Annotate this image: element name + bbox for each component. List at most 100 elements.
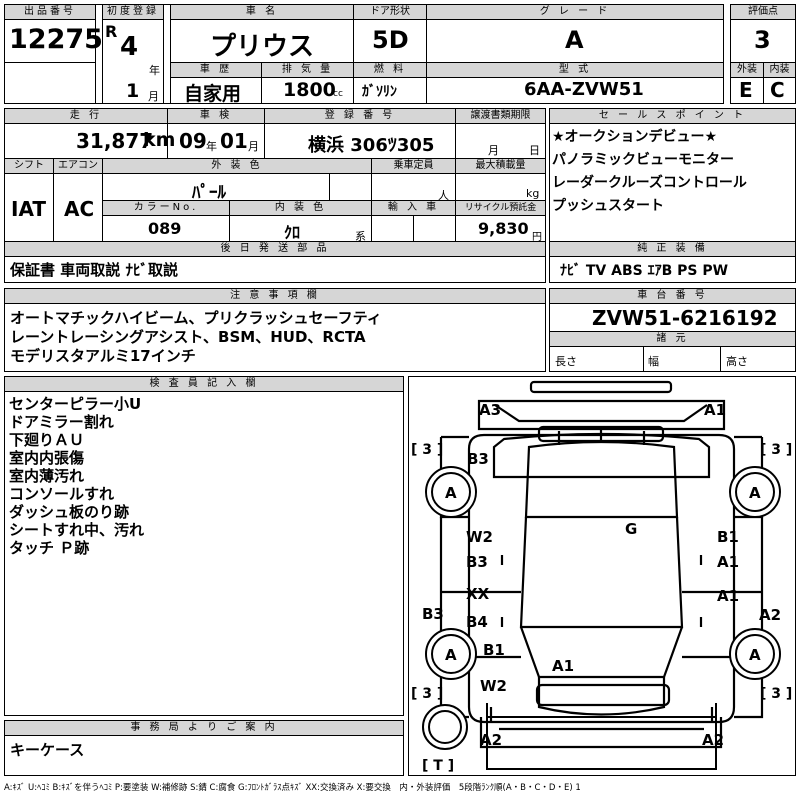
bracket-spare: [ T ] [422,758,454,774]
caution-1: オートマチックハイビーム、プリクラッシュセーフティ [10,309,382,327]
grade-value: A [565,26,584,54]
import-cell-b [413,215,456,242]
displacement-value: 1800 [283,79,336,101]
sales-point-1: ★オークションデビュー★ [552,129,718,145]
transfer-day-unit: 日 [529,144,540,157]
dims-length: 長さ [555,355,577,368]
inspector-note-7: ダッシュ板のり跡 [9,503,130,521]
door-label: ドア形状 [353,4,427,20]
capacity-label: 乗車定員 [371,158,456,174]
mark-left-rear-fender: B1 [483,641,505,659]
dims-height-cell [720,346,796,372]
car-name-value: プリウス [210,32,315,62]
office-label: 事 務 局 よ り ご 案 内 [4,720,404,736]
damage-diagram: A3 A1 B3 A A G W2 B3 B1 A1 XX B4 A1 B3 A… [408,376,796,776]
transfer-label: 譲渡書類期限 [455,108,546,124]
chassis-value: ZVW51-6216192 [592,306,778,330]
mark-glass: G [625,520,637,538]
office-value: キーケース [10,741,85,759]
mark-rear-hatch: A1 [552,657,574,675]
recycle-label: リサイクル預託金 [455,200,546,216]
history-value: 自家用 [184,83,242,105]
int-color-value: ｸﾛ [284,223,301,242]
bracket-rear-left: [ 3 ] [411,686,443,702]
later-docs-label: 後 日 発 送 部 品 [4,241,546,257]
mark-left-front-door-top: W2 [466,528,493,546]
shift-value: IAT [11,197,47,221]
model-value: 6AA-ZVW51 [524,79,644,100]
color-no-label: カラーNo. [102,200,230,216]
int-color-unit: 系 [355,230,366,243]
import-label: 輸 入 車 [371,200,456,216]
sales-point-2: パノラミックビューモニター [552,152,734,168]
mark-left-front-door-bottom: B3 [466,553,488,571]
model-label: 型 式 [426,62,724,78]
int-color-label: 内 装 色 [229,200,372,216]
first-reg-year: 4 [120,32,139,62]
mark-left-rear-corner: W2 [480,677,507,695]
header-block [4,4,724,104]
mark-wheel-rr: A [749,646,761,664]
mark-right-quarter: A2 [759,606,781,624]
ext-color-label: 外 装 色 [102,158,372,174]
score-label: 評価点 [730,4,796,20]
lot-label: 出品番号 [4,4,96,20]
inspector-note-8: シートすれ中、汚れ [9,521,145,539]
first-reg-label: 初度登録 [102,4,164,20]
recycle-value: 9,830 [478,219,529,238]
mark-rear-bumper-right: A2 [702,731,724,749]
color-no-value: 089 [148,219,182,238]
dims-label: 諸 元 [549,331,796,347]
transfer-month-unit: 月 [488,144,499,157]
inspection-label: 車 検 [167,108,265,124]
shift-label: シフト [4,158,54,174]
car-outline-svg: A3 A1 B3 A A G W2 B3 B1 A1 XX B4 A1 B3 A… [411,380,792,774]
mark-rear-bumper-left: A2 [480,731,502,749]
genuine-value: ﾅﾋﾞ TV ABS ｴｱB PS PW [560,263,729,279]
mark-front-right: A1 [704,401,726,419]
score-value: 3 [754,26,771,54]
first-reg-month-unit: 月 [148,90,159,103]
inspector-note-6: コンソールすれ [9,485,115,503]
mark-wheel-fr: A [749,484,761,502]
mark-left-fender: B3 [467,450,489,468]
aircon-label: エアコン [53,158,103,174]
ext-color-value: ﾊﾟｰﾙ [192,183,226,203]
first-reg-cell [102,19,164,104]
inspector-label: 検 査 員 記 入 欄 [4,376,404,392]
lot-number: 12275 [9,24,103,55]
first-reg-era: R [105,22,118,41]
capacity-unit: 人 [438,189,449,202]
caution-3: モデリスタアルミ17インチ [10,347,196,365]
inspector-block [4,376,404,716]
mark-wheel-rl: A [445,646,457,664]
bracket-front-left: [ 3 ] [411,442,443,458]
caution-2: レーントレーシングアシスト、BSM、HUD、RCTA [10,328,366,346]
max-load-unit: kg [526,187,540,200]
mark-front-left: A3 [479,401,501,419]
history-label: 車 歴 [170,62,262,78]
lot-blank [4,62,96,104]
bracket-front-right: [ 3 ] [760,442,792,458]
grade-label: グ レ ー ド [426,4,724,20]
inspector-note-2: ドアミラー割れ [9,413,114,431]
aircon-value: AC [64,197,95,221]
mileage-label: 走 行 [4,108,168,124]
plate-value: 横浜 306ﾂ305 [308,135,435,156]
inspection-month: 01 [220,129,248,153]
sales-point-3: レーダークルーズコントロール [552,175,747,191]
sales-point-4: プッシュスタート [552,198,664,214]
mark-left-rear-door-top: XX [466,585,490,603]
fuel-value: ｶﾞｿﾘﾝ [362,84,397,100]
ext-score-value: E [739,78,753,102]
mark-wheel-fl: A [445,484,457,502]
dims-width: 幅 [648,355,659,368]
inspection-month-unit: 月 [248,140,259,153]
ext-color-extra-cell [329,173,372,201]
car-name-label: 車 名 [170,4,354,20]
int-score-value: C [770,78,785,102]
max-load-label: 最大積載量 [455,158,546,174]
bracket-rear-right: [ 3 ] [760,686,792,702]
inspector-note-1: センターピラー小U [9,395,142,413]
mileage-value: 31,877 [76,129,154,153]
